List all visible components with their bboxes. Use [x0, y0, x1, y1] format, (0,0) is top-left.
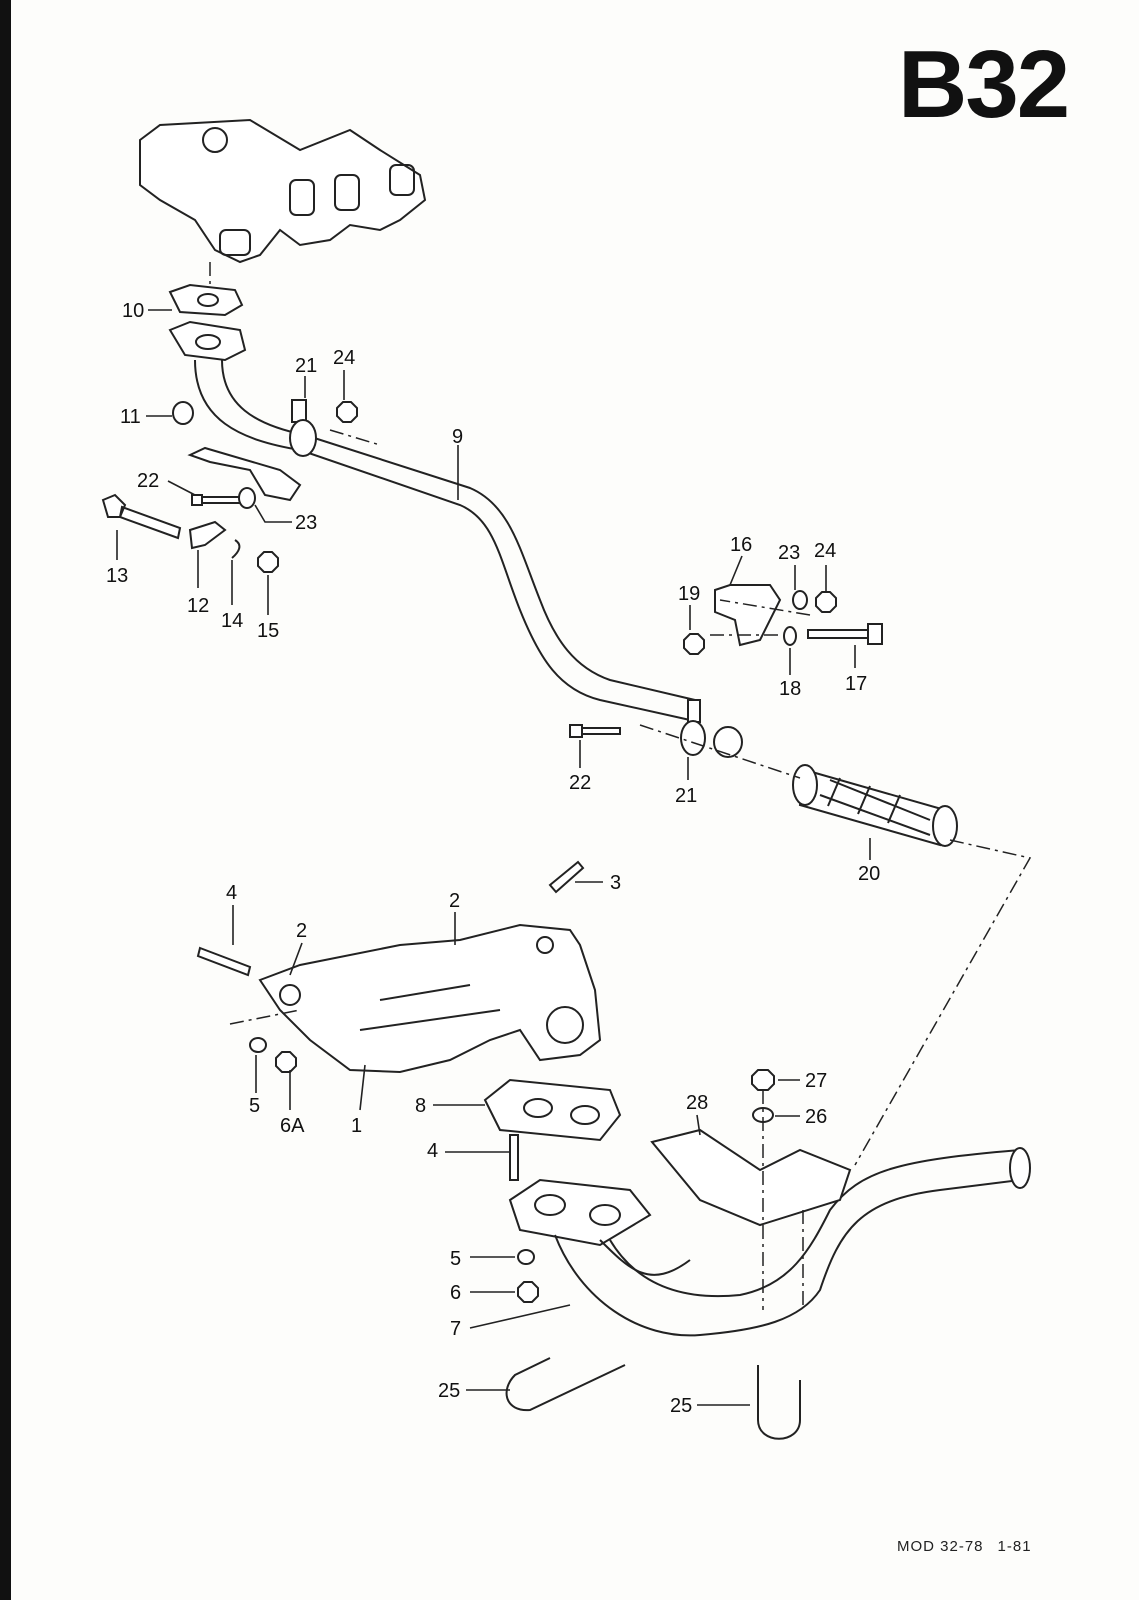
callout-26: 26 — [805, 1106, 827, 1128]
callout-6A: 6A — [280, 1115, 305, 1137]
callout-13: 13 — [106, 565, 128, 587]
callout-22b: 22 — [569, 772, 591, 794]
callout-6: 6 — [450, 1282, 461, 1304]
date-reference: 1-81 — [997, 1538, 1032, 1555]
callout-8: 8 — [415, 1095, 426, 1117]
intake-manifold — [139, 118, 427, 264]
nut-27 — [751, 1069, 775, 1091]
clamp-21b — [680, 699, 706, 756]
callout-5: 5 — [249, 1095, 260, 1117]
callout-7: 7 — [450, 1318, 461, 1340]
callout-19: 19 — [678, 583, 700, 605]
u-bolt-25a — [505, 1357, 626, 1412]
bolt-22 — [191, 494, 243, 506]
callout-20: 20 — [858, 863, 880, 885]
bolt-13 — [101, 493, 182, 540]
callout-18: 18 — [779, 678, 801, 700]
washer-23b — [792, 590, 808, 610]
clip-14 — [231, 539, 241, 559]
callout-22: 22 — [137, 470, 159, 492]
callout-1: 1 — [351, 1115, 362, 1137]
strap-12 — [188, 520, 227, 550]
nut-24 — [336, 401, 358, 423]
callout-5b: 5 — [450, 1248, 461, 1270]
nut-19 — [683, 633, 705, 655]
footer-reference: MOD 32-78 1-81 — [897, 1538, 1046, 1555]
rubber-mount-11 — [172, 401, 194, 425]
callout-17: 17 — [845, 673, 867, 695]
callout-23b: 23 — [778, 542, 800, 564]
clamp-21 — [289, 399, 317, 457]
binding-edge — [0, 0, 11, 1600]
gasket-8 — [483, 1078, 622, 1142]
callout-21b: 21 — [675, 785, 697, 807]
callout-25: 25 — [438, 1380, 460, 1402]
callout-23: 23 — [295, 512, 317, 534]
page-title: B32 — [898, 31, 1070, 138]
mount-28 — [650, 1128, 852, 1227]
callout-4: 4 — [226, 882, 237, 904]
assembly-line — [329, 429, 1032, 1166]
washer-5b — [517, 1249, 535, 1265]
leader-lines — [116, 309, 871, 1406]
callout-2: 2 — [296, 920, 307, 942]
callout-15: 15 — [257, 620, 279, 642]
stud-3 — [548, 860, 585, 894]
callout-24: 24 — [333, 347, 355, 369]
callout-4b: 4 — [427, 1140, 438, 1162]
bolt-17 — [807, 623, 883, 645]
callout-12: 12 — [187, 595, 209, 617]
callout-27: 27 — [805, 1070, 827, 1092]
flex-pipe-20 — [792, 764, 958, 847]
callout-labels: 10 11 21 24 9 22 23 13 12 14 15 16 23 24… — [106, 300, 880, 1417]
gasket-10 — [168, 283, 244, 317]
u-bolt-25b — [757, 1365, 801, 1440]
callout-3: 3 — [610, 872, 621, 894]
pipe-flange — [168, 320, 247, 362]
washer-5 — [249, 1037, 267, 1053]
exhaust-manifold-1 — [258, 923, 602, 1074]
model-reference: MOD 32-78 — [897, 1538, 984, 1555]
nut-24b — [815, 591, 837, 613]
bolt-22b — [569, 724, 621, 738]
callout-9: 9 — [452, 426, 463, 448]
callout-11: 11 — [120, 406, 141, 428]
washer-18 — [783, 626, 797, 646]
nut-6A — [275, 1051, 297, 1073]
callout-2b: 2 — [449, 890, 460, 912]
nut-15 — [257, 551, 279, 573]
sleeve — [713, 726, 743, 758]
nut-6 — [517, 1281, 539, 1303]
callout-21: 21 — [295, 355, 317, 377]
callout-10: 10 — [122, 300, 144, 322]
washer-23 — [238, 487, 256, 509]
callout-25b: 25 — [670, 1395, 692, 1417]
callout-24b: 24 — [814, 540, 836, 562]
stud-4b — [509, 1134, 519, 1181]
callout-14: 14 — [221, 610, 243, 632]
callout-28: 28 — [686, 1092, 708, 1114]
downpipe-7 — [508, 1147, 1031, 1337]
bracket — [187, 446, 302, 502]
exhaust-pipe-9 — [194, 359, 691, 721]
stud-4 — [196, 946, 252, 977]
bracket-16 — [714, 584, 782, 647]
callout-16: 16 — [730, 534, 752, 556]
